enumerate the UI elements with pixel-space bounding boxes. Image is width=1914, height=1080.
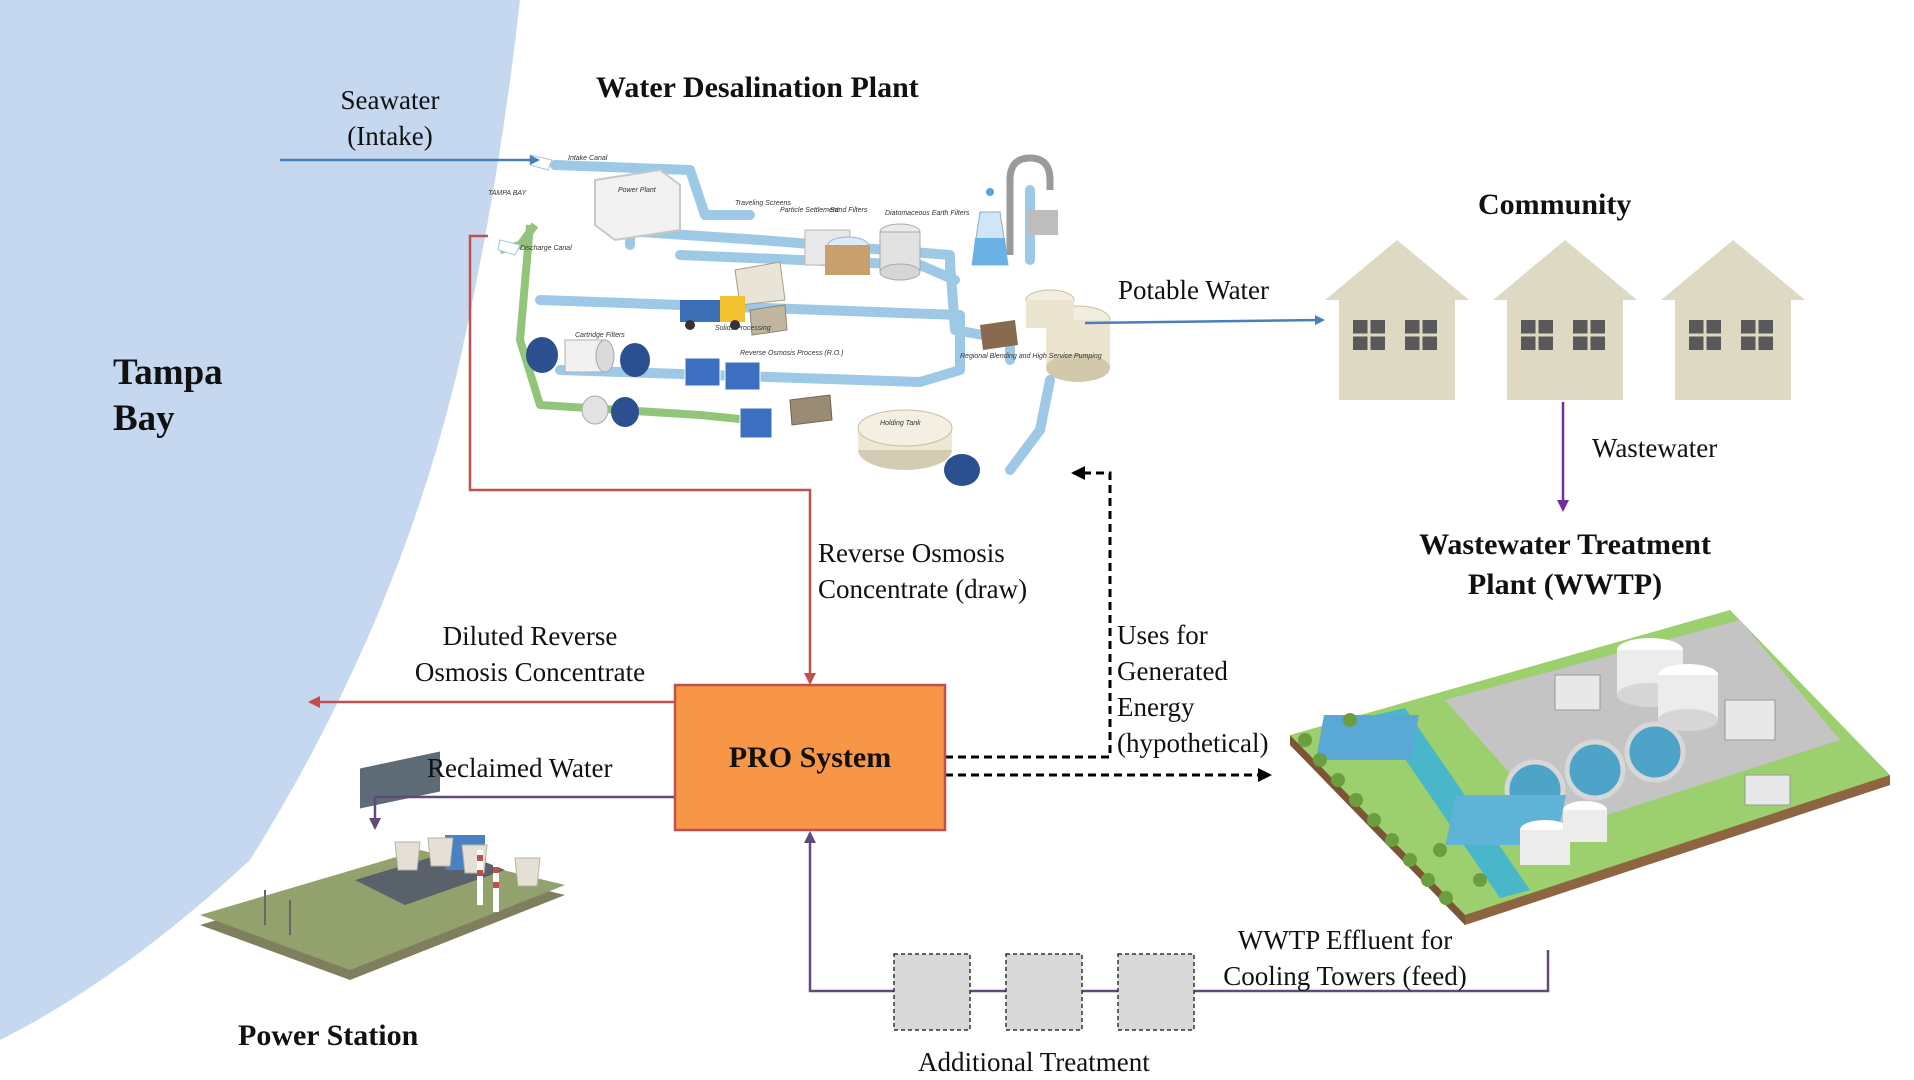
desalination-plant-illustration [497, 154, 1111, 486]
pro-system-box [673, 683, 947, 832]
diatomaceous-label: Diatomaceous Earth Filters [885, 210, 970, 217]
community-houses [1325, 240, 1805, 400]
desal-plant-title: Water Desalination Plant [596, 71, 919, 104]
additional-treatment-label: Additional Treatment [918, 1047, 1150, 1077]
tampa-bay-label: Tampa Bay [113, 352, 223, 439]
ro-concentrate-label: Reverse Osmosis Concentrate (draw) [818, 538, 1028, 604]
intake-canal-label: Intake Canal [568, 155, 608, 162]
solids-processing-label: Solids Processing [715, 325, 771, 332]
house [1493, 240, 1637, 400]
wwtp-title: Wastewater Treatment Plant (WWTP) [1419, 528, 1711, 601]
reclaimed-water-line [369, 795, 677, 830]
wwtp-effluent-label: WWTP Effluent for Cooling Towers (feed) [1223, 925, 1467, 991]
discharge-canal-label: Discharge Canal [520, 245, 572, 252]
wwtp-illustration [1290, 610, 1890, 925]
seawater-intake-label: Seawater (Intake) [340, 85, 440, 151]
blending-label: Regional Blending and High Service Pumpi… [960, 353, 1102, 360]
holding-tank-label: Holding Tank [880, 420, 921, 427]
ro-concentrate-line [468, 234, 816, 685]
cartridge-filters-label: Cartridge Filters [575, 332, 625, 339]
wastewater-label: Wastewater [1592, 433, 1718, 463]
diluted-ro-label: Diluted Reverse Osmosis Concentrate [414, 621, 646, 687]
community-title: Community [1478, 188, 1632, 221]
house [1325, 240, 1469, 400]
treatment-box-3 [1117, 953, 1195, 1031]
potable-water-arrow [1084, 315, 1325, 326]
tampa-bay-water [0, 0, 520, 1040]
ro-process-label: Reverse Osmosis Process (R.O.) [740, 350, 843, 357]
treatment-box-2 [1005, 953, 1083, 1031]
potable-water-label: Potable Water [1118, 275, 1270, 305]
treatment-box-1 [893, 953, 971, 1031]
pro-system-label: PRO System [728, 741, 892, 774]
power-station-illustration [200, 751, 565, 980]
travelling-screens-label: Traveling Screens [735, 200, 791, 207]
energy-dashed-up [945, 466, 1112, 759]
sand-filters-label: Sand Filters [830, 207, 868, 214]
power-plant-label: Power Plant [618, 187, 657, 194]
particle-settlement-label: Particle Settlement [780, 207, 840, 214]
generated-energy-label: Uses for Generated Energy (hypothetical) [1117, 620, 1269, 758]
house [1661, 240, 1805, 400]
power-station-title: Power Station [238, 1019, 419, 1052]
tampa-bay-small-label: TAMPA BAY [488, 190, 528, 197]
reclaimed-water-label: Reclaimed Water [427, 753, 613, 783]
